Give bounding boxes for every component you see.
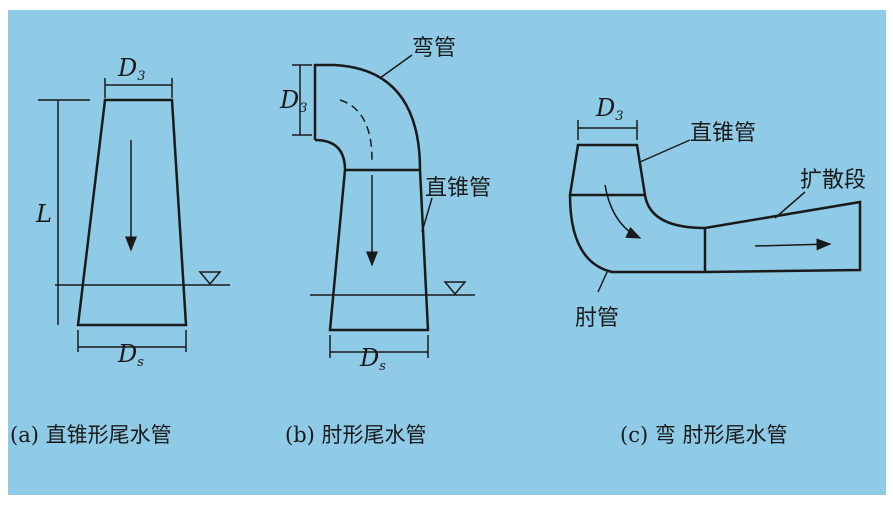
length-label: L	[35, 200, 52, 228]
caption-b: (b) 肘形尾水管	[285, 423, 427, 447]
bend-label: 弯管	[412, 36, 456, 61]
bent-elbow-tube	[568, 120, 862, 293]
ds-label-a: Ds	[117, 340, 144, 370]
caption-c: (c) 弯 肘形尾水管	[620, 423, 788, 447]
cone-label-c: 直锥管	[690, 121, 756, 146]
d3-label-b: D3	[279, 86, 308, 116]
d3-label-a: D3	[117, 54, 146, 84]
d3-label-c: D3	[595, 94, 624, 124]
elbow-tube	[292, 54, 475, 358]
cone-label-b: 直锥管	[425, 176, 491, 201]
straight-cone-tube	[38, 78, 230, 352]
ds-label-b: Ds	[359, 344, 386, 374]
diffuser-label: 扩散段	[800, 168, 866, 193]
panel-background	[8, 10, 886, 495]
caption-a: (a) 直锥形尾水管	[10, 423, 172, 447]
elbow-label: 肘管	[575, 306, 619, 331]
